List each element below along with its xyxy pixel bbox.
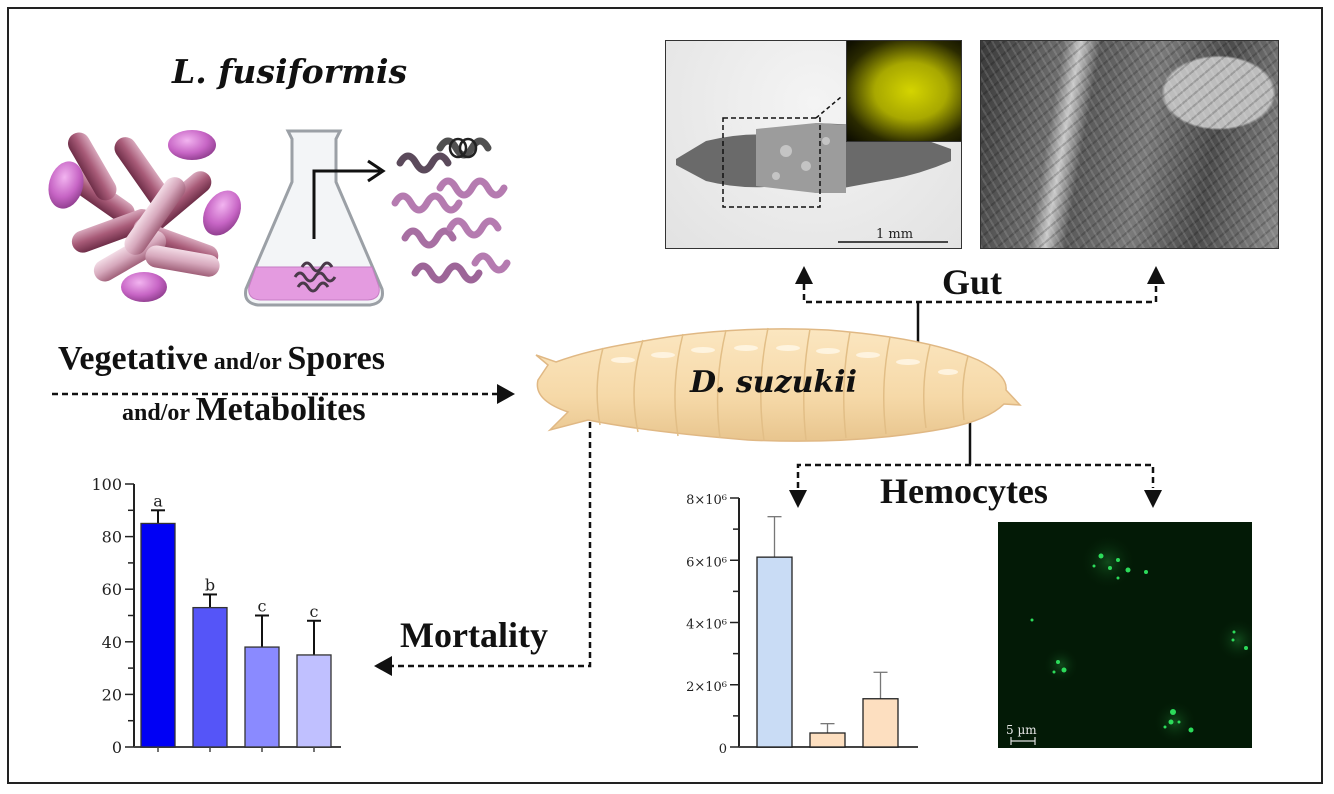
spore-icon	[121, 272, 167, 302]
y-tick-label: 100	[91, 475, 122, 494]
erlenmeyer-flask-icon	[244, 129, 386, 307]
rod-bacteria	[65, 132, 220, 282]
y-tick-label: 20	[102, 685, 122, 704]
spore-icon	[48, 161, 84, 209]
larva-icon	[535, 327, 1022, 442]
bar	[140, 522, 176, 748]
arrow-up-icon	[1147, 266, 1165, 284]
treatment-line-1: Vegetative and/or Spores	[58, 340, 385, 378]
hemocytes-label: Hemocytes	[880, 471, 1048, 511]
bar	[296, 654, 332, 748]
gut-sem-micrograph	[980, 40, 1279, 249]
host-label: D. suzukii	[690, 365, 857, 400]
spores-label: Spores	[287, 340, 386, 377]
arrow-left-icon	[374, 656, 392, 676]
bar	[244, 646, 280, 748]
figure-frame	[7, 7, 1323, 784]
bar	[809, 732, 846, 748]
gut-scale-label: 1 mm	[876, 227, 913, 242]
arrow-down-icon	[789, 490, 807, 508]
protein-structure-icon	[391, 137, 511, 284]
protein-in-flask	[293, 261, 337, 293]
connector-label: and/or	[207, 349, 288, 375]
gut-fluorescence-inset	[846, 41, 961, 142]
arrow-line	[312, 169, 380, 239]
arrow-up-icon	[795, 266, 813, 284]
y-tick-label: 60	[102, 580, 122, 599]
significance-letter: b	[205, 575, 215, 594]
mortality-label: Mortality	[400, 615, 548, 655]
significance-letter: c	[310, 602, 319, 621]
spore-icon	[168, 130, 216, 160]
mortality-arrow-line	[392, 412, 592, 668]
treatment-line-2: and/or Metabolites	[122, 391, 366, 429]
bacterium-label: L. fusiformis	[172, 52, 408, 91]
hemocyte-fluorescence-micrograph: 5 µm	[998, 522, 1252, 748]
bar	[756, 556, 793, 748]
y-tick-label: 0	[719, 742, 727, 757]
gut-bracket	[802, 284, 1158, 304]
y-tick-label: 6×10⁶	[686, 555, 727, 570]
y-tick-label: 2×10⁶	[686, 680, 727, 695]
arrow-right-icon	[497, 384, 515, 404]
arrow-head-icon	[367, 159, 386, 183]
gut-label: Gut	[942, 262, 1003, 302]
hemocyte-scale-label: 5 µm	[1006, 723, 1037, 737]
hemocytes-bracket	[796, 463, 1155, 488]
y-tick-label: 4×10⁶	[686, 618, 727, 633]
bacteria-cluster-icon	[48, 130, 241, 302]
y-tick-label: 0	[112, 738, 122, 757]
arrow-down-icon	[1144, 490, 1162, 508]
y-tick-label: 40	[102, 633, 122, 652]
vegetative-label: Vegetative	[58, 340, 208, 377]
hemocyte-cells	[1043, 534, 1252, 744]
significance-letter: a	[153, 491, 163, 510]
y-tick-label: 80	[102, 528, 122, 547]
connector-label: and/or	[122, 400, 196, 426]
spore-icon	[203, 190, 241, 236]
y-tick-label: 8×10⁶	[686, 493, 727, 508]
significance-letter: c	[258, 597, 267, 616]
bar	[862, 698, 899, 748]
metabolites-label: Metabolites	[195, 391, 366, 428]
gut-brightfield-micrograph: 1 mm	[665, 40, 962, 249]
